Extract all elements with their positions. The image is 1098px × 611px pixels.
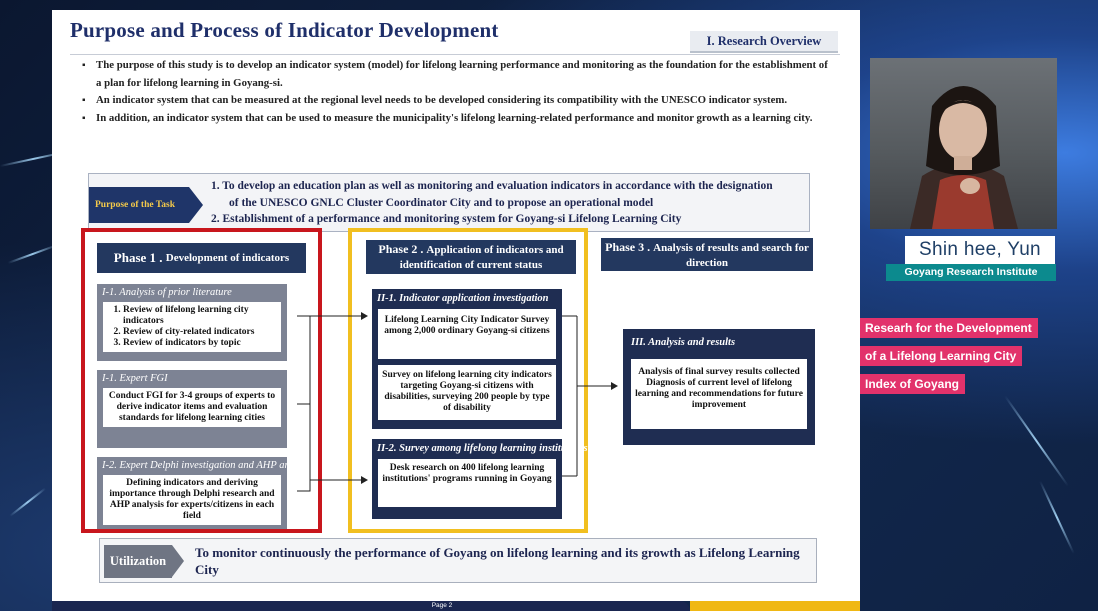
phase3-results-box: III. Analysis and results Analysis of fi… xyxy=(623,329,815,445)
purpose-line: 2. Establishment of a performance and mo… xyxy=(211,213,682,225)
box-content: Desk research on 400 lifelong learning i… xyxy=(378,459,556,507)
box-content: Review of lifelong learning city indicat… xyxy=(103,302,281,352)
presentation-slide: Purpose and Process of Indicator Develop… xyxy=(52,10,860,601)
slide-title: Purpose and Process of Indicator Develop… xyxy=(70,18,499,42)
speaker-name: Shin hee, Yun xyxy=(905,236,1055,264)
box-content: Lifelong Learning City Indicator Survey … xyxy=(378,309,556,359)
box-title: I-2. Expert Delphi investigation and AHP… xyxy=(102,460,314,471)
utilization-arrow-icon xyxy=(172,545,184,577)
phase1-title: Phase 1 . xyxy=(113,250,163,265)
phase2-header: Phase 2 . Application of indicators and … xyxy=(366,240,576,274)
phase1-fgi-box: I-1. Expert FGI Conduct FGI for 3-4 grou… xyxy=(97,370,287,448)
bullet-list: The purpose of this study is to develop … xyxy=(82,57,832,127)
phase3-header: Phase 3 . Analysis of results and search… xyxy=(601,238,813,271)
phase3-subtitle: Analysis of results and search for direc… xyxy=(653,241,809,269)
slide-footer-accent xyxy=(690,601,860,611)
purpose-box: Purpose of the Task 1. To develop an edu… xyxy=(88,173,810,232)
phase3-title: Phase 3 . xyxy=(605,239,651,254)
box-title: II-2. Survey among lifelong learning ins… xyxy=(377,443,588,454)
talk-title-line: of a Lifelong Learning City xyxy=(860,346,1023,366)
phase1-panel: Phase 1 . Development of indicators I-1.… xyxy=(81,228,322,533)
talk-title-line: Index of Goyang xyxy=(860,374,966,394)
slide-footer-bar xyxy=(52,601,690,611)
talk-title-line: Researh for the Development xyxy=(860,318,1038,338)
phase2-institutions-box: II-2. Survey among lifelong learning ins… xyxy=(372,439,588,519)
title-divider xyxy=(70,54,840,55)
flow-connectors xyxy=(297,312,618,492)
light-streak xyxy=(7,244,58,264)
phase2-panel: Phase 2 . Application of indicators and … xyxy=(348,228,588,533)
purpose-line: 1. To develop an education plan as well … xyxy=(211,180,773,192)
list-item: Review of indicators by topic xyxy=(123,338,277,349)
section-tag: I. Research Overview xyxy=(690,31,838,53)
phase2-application-box: II-1. Indicator application investigatio… xyxy=(372,289,562,429)
light-streak xyxy=(9,487,47,517)
box-title: I-1. Expert FGI xyxy=(102,373,168,384)
utilization-text: To monitor continuously the performance … xyxy=(195,545,800,577)
page-number: Page 2 xyxy=(431,602,453,609)
box-content: Defining indicators and deriving importa… xyxy=(103,475,281,525)
arrow-head-icon xyxy=(361,476,368,484)
speaker-video xyxy=(870,58,1057,229)
phase1-header: Phase 1 . Development of indicators xyxy=(97,243,306,273)
purpose-arrow-icon xyxy=(189,187,203,223)
phase2-title: Phase 2 . xyxy=(378,242,424,256)
phase1-literature-box: I-1. Analysis of prior literature Review… xyxy=(97,284,287,361)
arrow-head-icon xyxy=(361,312,368,320)
purpose-text: 1. To develop an education plan as well … xyxy=(211,178,811,228)
purpose-label: Purpose of the Task xyxy=(89,187,189,223)
purpose-line: of the UNESCO GNLC Cluster Coordinator C… xyxy=(229,196,654,209)
arrow-head-icon xyxy=(611,382,618,390)
box-title: III. Analysis and results xyxy=(631,337,736,348)
speaker-organization: Goyang Research Institute xyxy=(886,264,1056,281)
utilization-label: Utilization xyxy=(104,545,172,578)
phase1-subtitle: Development of indicators xyxy=(165,252,290,264)
box-content: Analysis of final survey results collect… xyxy=(631,359,807,429)
bullet-item: The purpose of this study is to develop … xyxy=(82,57,832,92)
phase1-delphi-box: I-2. Expert Delphi investigation and AHP… xyxy=(97,457,314,529)
box-title: II-1. Indicator application investigatio… xyxy=(377,293,549,304)
speaker-portrait xyxy=(910,86,1018,229)
list-item: Review of lifelong learning city indicat… xyxy=(123,305,277,327)
bullet-item: In addition, an indicator system that ca… xyxy=(82,110,832,128)
bullet-item: An indicator system that can be measured… xyxy=(82,92,832,110)
box-title: I-1. Analysis of prior literature xyxy=(102,287,232,298)
light-streak xyxy=(1004,395,1069,487)
box-content: Conduct FGI for 3-4 groups of experts to… xyxy=(103,388,281,427)
box-content: Survey on lifelong learning city indicat… xyxy=(378,365,556,420)
light-streak xyxy=(1039,480,1075,554)
utilization-box: Utilization To monitor continuously the … xyxy=(99,538,817,583)
phase2-subtitle: Application of indicators and identifica… xyxy=(399,244,564,271)
list-item: Review of city-related indicators xyxy=(123,327,277,338)
